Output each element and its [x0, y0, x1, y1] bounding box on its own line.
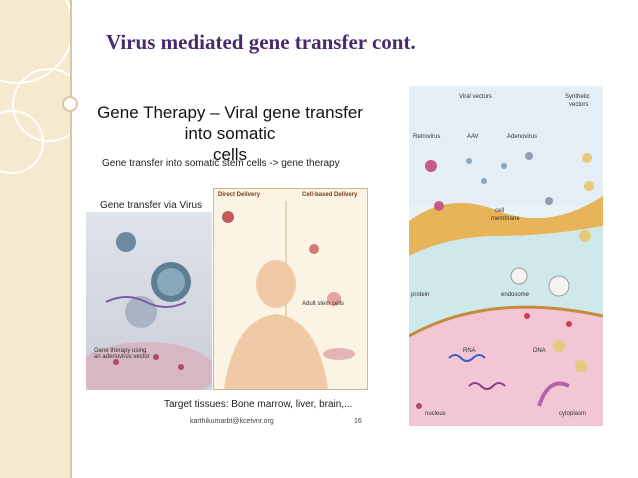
via-virus-label: Gene transfer via Virus: [100, 200, 203, 211]
vector-dot: [222, 211, 234, 223]
retrovirus-particle: [434, 201, 444, 211]
synthetic-vector: [584, 181, 594, 191]
cell-dot: [113, 359, 119, 365]
email-text: karthikumarbt@kcetvnr.org: [190, 418, 274, 425]
figure-page-number: 16: [354, 418, 362, 425]
synthetic-vector: [579, 230, 591, 242]
rna-strand: [448, 354, 486, 362]
dna-label: DNA: [533, 348, 546, 354]
virus-transfer-panel: Gene therapy using an adenovirus vector: [86, 212, 212, 390]
cell-based-delivery-label: Cell-based Delivery: [302, 192, 358, 198]
synthetic-vector: [582, 153, 592, 163]
dna-strand: [105, 296, 187, 308]
aav-label: AAV: [467, 134, 479, 140]
slide-title: Virus mediated gene transfer cont.: [106, 30, 416, 54]
viral-vectors-label: Viral vectors: [459, 94, 492, 100]
retrovirus-label: Retrovirus: [413, 134, 441, 140]
nucleus-label: nucleus: [425, 411, 446, 417]
decor-dot: [62, 96, 78, 112]
adenovirus-particle: [525, 152, 533, 160]
delivery-panel: Direct Delivery Cell-based Delivery Adul…: [213, 188, 368, 390]
retrovirus-particle: [425, 160, 437, 172]
body-illustration: [222, 201, 355, 389]
figure-heading-line2: cells: [212, 145, 247, 164]
virus-particle: [116, 232, 136, 252]
figure-heading-line1: Gene Therapy – Viral gene transfer into …: [97, 103, 363, 143]
cell-membrane-label-1: cell: [495, 208, 505, 214]
rna-label: RNA: [463, 348, 476, 354]
cell-dot: [153, 354, 159, 360]
figure-subtitle: Gene transfer into somatic stem cells ->…: [102, 158, 340, 169]
nucleus-dot: [416, 403, 422, 409]
cell-dish: [327, 292, 341, 306]
endosome-vesicle: [548, 275, 570, 297]
direct-delivery-label: Direct Delivery: [218, 192, 261, 198]
chromosome: [537, 381, 570, 407]
dna-strand: [468, 382, 506, 390]
cytoplasm-label: cytoplasm: [559, 411, 587, 417]
nucleus: [409, 307, 603, 426]
aav-particle: [481, 178, 487, 184]
marker-dot: [566, 321, 572, 327]
endosome-vesicle: [510, 267, 528, 285]
endosome-label: endosome: [501, 292, 530, 298]
head-shape: [256, 260, 296, 308]
cell-membrane: [409, 196, 603, 256]
es-cells-dot: [309, 244, 319, 254]
dna-vector: [553, 340, 565, 352]
adenovirus-particle: [545, 197, 553, 205]
tissue-shape: [86, 342, 212, 390]
vectors-diagram: Viral vectors Synthetic vectors Retrovir…: [409, 86, 603, 426]
marker-dot: [524, 313, 530, 319]
vectors-illustration: [409, 86, 603, 426]
cell-dot: [178, 364, 184, 370]
torso-shape: [224, 314, 328, 389]
decorative-sidebar: [0, 0, 72, 478]
dna-vector: [575, 360, 587, 372]
sidebar-divider: [70, 0, 72, 478]
aav-particle: [466, 158, 472, 164]
target-tissues-text: Target tissues: Bone marrow, liver, brai…: [164, 399, 353, 410]
gene-therapy-label: Gene therapy using an adenovirus vector: [94, 348, 150, 360]
virus-illustration: [86, 232, 212, 390]
adult-stem-cells-label: Adult stem cells: [302, 301, 345, 307]
synthetic-vectors-label-1: Synthetic: [565, 94, 590, 100]
adenovirus-label: Adenovirus: [507, 134, 538, 140]
virus-core: [157, 268, 185, 296]
synthetic-vectors-label-2: vectors: [569, 102, 589, 108]
aav-particle: [501, 163, 507, 169]
protein-label: protein: [411, 292, 430, 298]
gene-therapy-figure: Gene Therapy – Viral gene transfer into …: [86, 96, 369, 431]
petri-dish: [323, 348, 355, 360]
cell-membrane-label-2: membrane: [491, 216, 520, 222]
figure-heading: Gene Therapy – Viral gene transfer into …: [95, 102, 365, 165]
